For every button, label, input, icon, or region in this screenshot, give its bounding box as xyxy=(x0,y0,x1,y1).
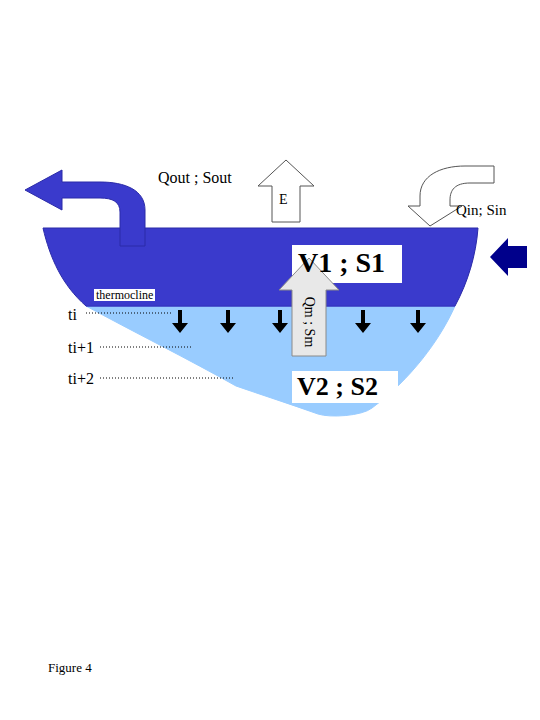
level-line xyxy=(86,313,172,314)
thermocline-line xyxy=(86,306,455,307)
upper-volume-label: V1 ; S1 xyxy=(298,249,385,277)
lower-volume-label: V2 ; S2 xyxy=(297,374,378,400)
thermocline-label: thermocline xyxy=(94,289,155,301)
level-line xyxy=(100,347,192,348)
time-label: ti xyxy=(68,307,77,323)
inflow-label: Qin; Sin xyxy=(456,203,506,218)
time-label: ti+1 xyxy=(68,340,94,356)
mixing-label: Qm ; Sm xyxy=(302,297,316,348)
time-label: ti+2 xyxy=(68,371,94,387)
lower-layer xyxy=(86,306,455,416)
figure-caption: Figure 4 xyxy=(48,661,92,674)
upper-layer xyxy=(43,228,478,306)
outflow-label: Qout ; Sout xyxy=(158,170,232,186)
evaporation-label: E xyxy=(279,193,288,207)
outflow-arrow xyxy=(25,170,145,246)
evaporation-arrow xyxy=(258,160,314,222)
inflow-arrow xyxy=(490,238,527,276)
level-line xyxy=(100,378,234,379)
v2-box xyxy=(292,371,398,403)
